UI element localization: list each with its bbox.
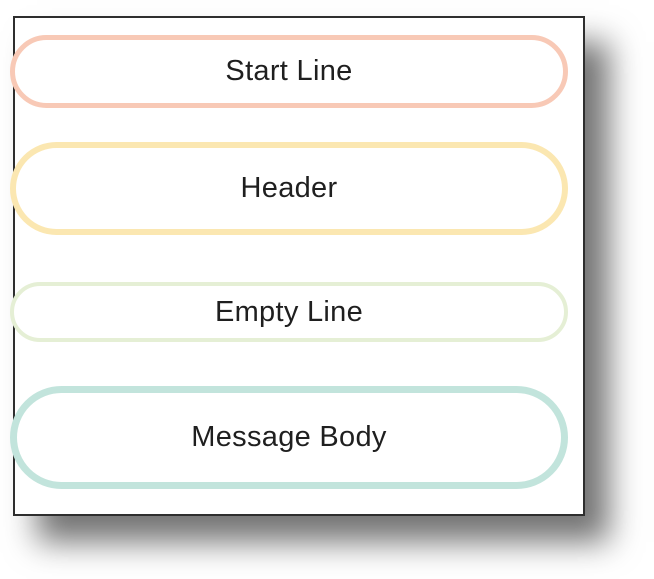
node-empty-line: Empty Line [10,282,568,342]
node-empty-line-label: Empty Line [214,295,364,328]
node-header-label: Header [240,172,338,204]
diagram-frame: Start Line Header Empty Line Message Bod… [10,16,585,516]
node-header: Header [10,142,568,235]
node-start-line: Start Line [10,35,568,108]
node-message-body: Message Body [10,386,568,489]
node-start-line-label: Start Line [225,55,353,87]
node-message-body-label: Message Body [191,421,387,453]
